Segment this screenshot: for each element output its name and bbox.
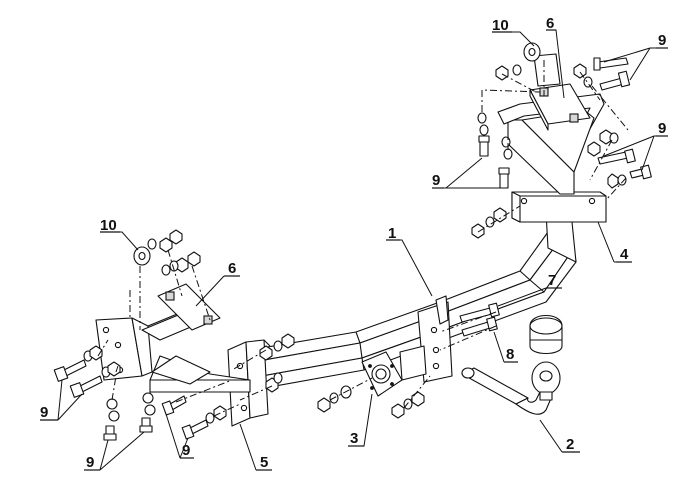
callout-10-top: 10 <box>492 17 509 34</box>
callout-10-left: 10 <box>100 217 117 234</box>
fasteners-center <box>259 333 425 419</box>
callout-3: 3 <box>350 430 358 447</box>
fasteners-left-top <box>133 229 201 276</box>
callout-6-left: 6 <box>228 260 236 277</box>
fasteners-top <box>471 42 652 239</box>
callout-5: 5 <box>260 454 268 471</box>
callout-9-left-upper: 9 <box>40 404 48 421</box>
callout-9-center: 9 <box>432 172 440 189</box>
callout-6-top: 6 <box>546 15 554 32</box>
callout-9-top-right-b: 9 <box>658 120 666 137</box>
callout-labels: 10 6 9 9 9 4 1 7 8 3 2 10 6 9 9 9 5 <box>40 15 668 471</box>
socket-plate-part-3 <box>361 351 403 397</box>
bolt-part-8 <box>461 316 498 337</box>
callout-9-bottom: 9 <box>182 442 190 459</box>
callout-8: 8 <box>506 346 514 363</box>
callout-2: 2 <box>566 436 574 453</box>
callout-7: 7 <box>548 272 556 289</box>
callout-9-top-right-a: 9 <box>658 32 666 49</box>
plate-part-6-top <box>529 53 591 131</box>
center-socket-bracket <box>399 295 453 383</box>
callout-9-left-lower: 9 <box>86 454 94 471</box>
side-bracket-part-4 <box>497 93 607 223</box>
plate-part-6-left <box>157 283 221 331</box>
alignment-lines <box>97 60 629 417</box>
towball-cap <box>529 314 563 355</box>
callout-1: 1 <box>388 225 396 242</box>
callout-4: 4 <box>620 246 629 263</box>
towball-neck-part-2 <box>461 361 561 415</box>
